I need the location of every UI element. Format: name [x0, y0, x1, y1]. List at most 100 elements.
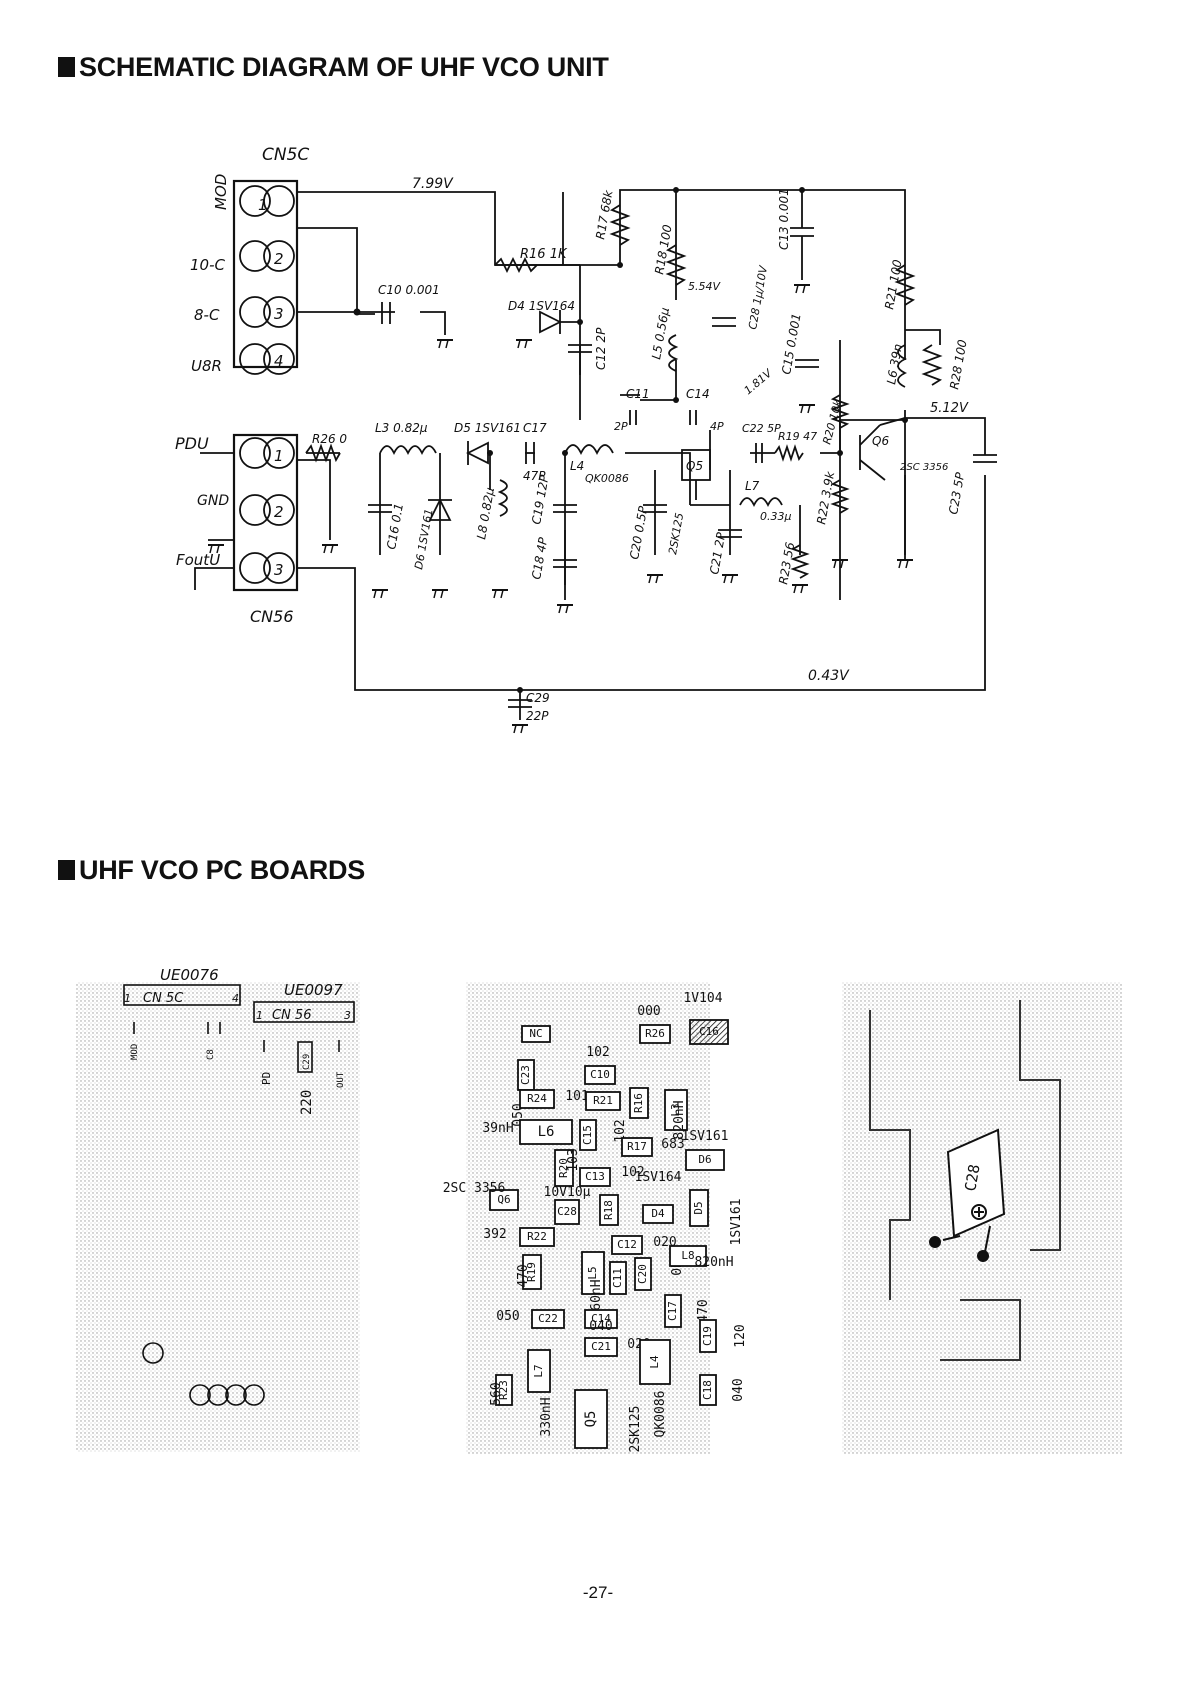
cn56-pin-2: [239, 494, 295, 526]
mounting-hole: [142, 1342, 164, 1364]
pd-board-label: PD: [260, 1072, 273, 1085]
c29-label: C29: [526, 691, 550, 705]
component-value: 102: [586, 1045, 609, 1060]
pcb-component-nc: NC: [521, 1025, 551, 1043]
c22-label: C22 5P: [742, 422, 781, 435]
component-id: C17: [666, 1301, 679, 1321]
d4-label: D4 1SV164: [508, 299, 575, 313]
component-outline: [664, 1089, 688, 1131]
c23-label: C23 5P: [946, 471, 967, 516]
component-id: C23: [519, 1065, 532, 1085]
component-id: L3: [669, 1103, 682, 1116]
component-id: C19: [701, 1326, 714, 1346]
component-value: 560: [489, 1382, 504, 1405]
cn5c-pin-num: 4: [274, 352, 284, 370]
component-value: 101: [565, 1089, 588, 1104]
cn56-pin-num: 1: [274, 447, 284, 465]
inductor-l5: [668, 334, 679, 372]
component-outline: [584, 1309, 618, 1329]
component-id: NC: [529, 1027, 542, 1040]
component-outline: [629, 1087, 649, 1119]
component-outline: [579, 1167, 611, 1187]
ue0097-label: UE0097: [284, 981, 343, 999]
l4-label: L4: [570, 459, 584, 473]
component-id: Q5: [583, 1411, 599, 1428]
component-value: 102: [613, 1119, 628, 1142]
component-outline: [639, 1024, 671, 1044]
l4-value: QK0086: [585, 472, 629, 485]
ground-symbol: [491, 589, 509, 599]
component-id: C11: [611, 1268, 624, 1288]
component-value: 683: [661, 1137, 684, 1152]
component-value: 103: [566, 1148, 581, 1171]
c15-label: C15 0.001: [779, 312, 804, 375]
component-id: C12: [617, 1238, 637, 1251]
capacitor-c28: [712, 317, 736, 327]
component-id: Q6: [497, 1193, 510, 1206]
l3-label: L3 0.82μ: [375, 421, 428, 435]
component-id: C22: [538, 1312, 558, 1325]
capacitor-c11: [629, 410, 637, 425]
d5-label: D5 1SV161: [454, 421, 521, 435]
connector-cn5c: [232, 179, 299, 375]
capacitor-c16: [368, 504, 392, 513]
r28-label: R28 100: [947, 338, 970, 390]
cn5c-label: CN5C: [262, 145, 309, 165]
component-outline: [522, 1254, 542, 1290]
c11-label: C11: [626, 387, 650, 401]
component-id: R24: [527, 1092, 547, 1105]
component-value: 470: [696, 1299, 711, 1322]
component-outline: [689, 1189, 709, 1227]
capacitor-c29: [508, 699, 532, 708]
component-id: R20: [557, 1158, 570, 1178]
r16-label: R16 1K: [520, 247, 568, 262]
component-value: 820nH: [694, 1255, 733, 1270]
component-id: R19: [525, 1262, 538, 1282]
cn5c-pin-num: 1: [258, 196, 268, 214]
cn56-label: CN56: [250, 607, 294, 626]
component-outline: [634, 1257, 652, 1291]
pad-circle: [189, 1384, 211, 1406]
ground-symbol: [556, 604, 574, 614]
section-bullet-square: [58, 57, 75, 77]
c20-label: C20 0.5P: [627, 504, 650, 560]
q5-value: 2SK125: [666, 512, 686, 556]
schematic-wires: [194, 189, 986, 720]
component-value: 1SV161: [682, 1129, 729, 1144]
pc-board-1: UE0076 UE0097 CN 5C 1 4 CN 56 1 3 MOD C8…: [76, 966, 360, 1452]
component-outline: [609, 1261, 627, 1295]
component-id: C10: [590, 1068, 610, 1081]
transistor-q6: [859, 417, 906, 481]
connector-cn56: [232, 433, 299, 592]
component-id: C14: [591, 1312, 611, 1325]
c28-component: [929, 1128, 1006, 1262]
signal-foutu: FoutU: [176, 551, 220, 569]
component-id: R26: [645, 1027, 665, 1040]
cn56-pin-num: 2: [274, 503, 284, 521]
q6-value: 2SC 3356: [900, 462, 948, 473]
pcb-component-c11: C11: [609, 1261, 627, 1295]
cn56-pin-num: 3: [274, 561, 284, 579]
capacitor-c21: [718, 529, 742, 538]
inductor-l6: [897, 344, 908, 388]
component-value: 1V104: [683, 991, 722, 1006]
component-outline: [584, 1337, 618, 1357]
c29-board-label: C29: [302, 1054, 312, 1070]
c17-label: C17: [523, 421, 547, 435]
component-outline: [489, 1189, 519, 1211]
pcb-section-title: UHF VCO PC BOARDS: [58, 855, 365, 886]
component-id: L6: [538, 1124, 555, 1140]
capacitor-c14: [689, 410, 697, 425]
cn5c-pin-num: 3: [274, 305, 284, 323]
r26-label: R26 0: [312, 432, 347, 446]
